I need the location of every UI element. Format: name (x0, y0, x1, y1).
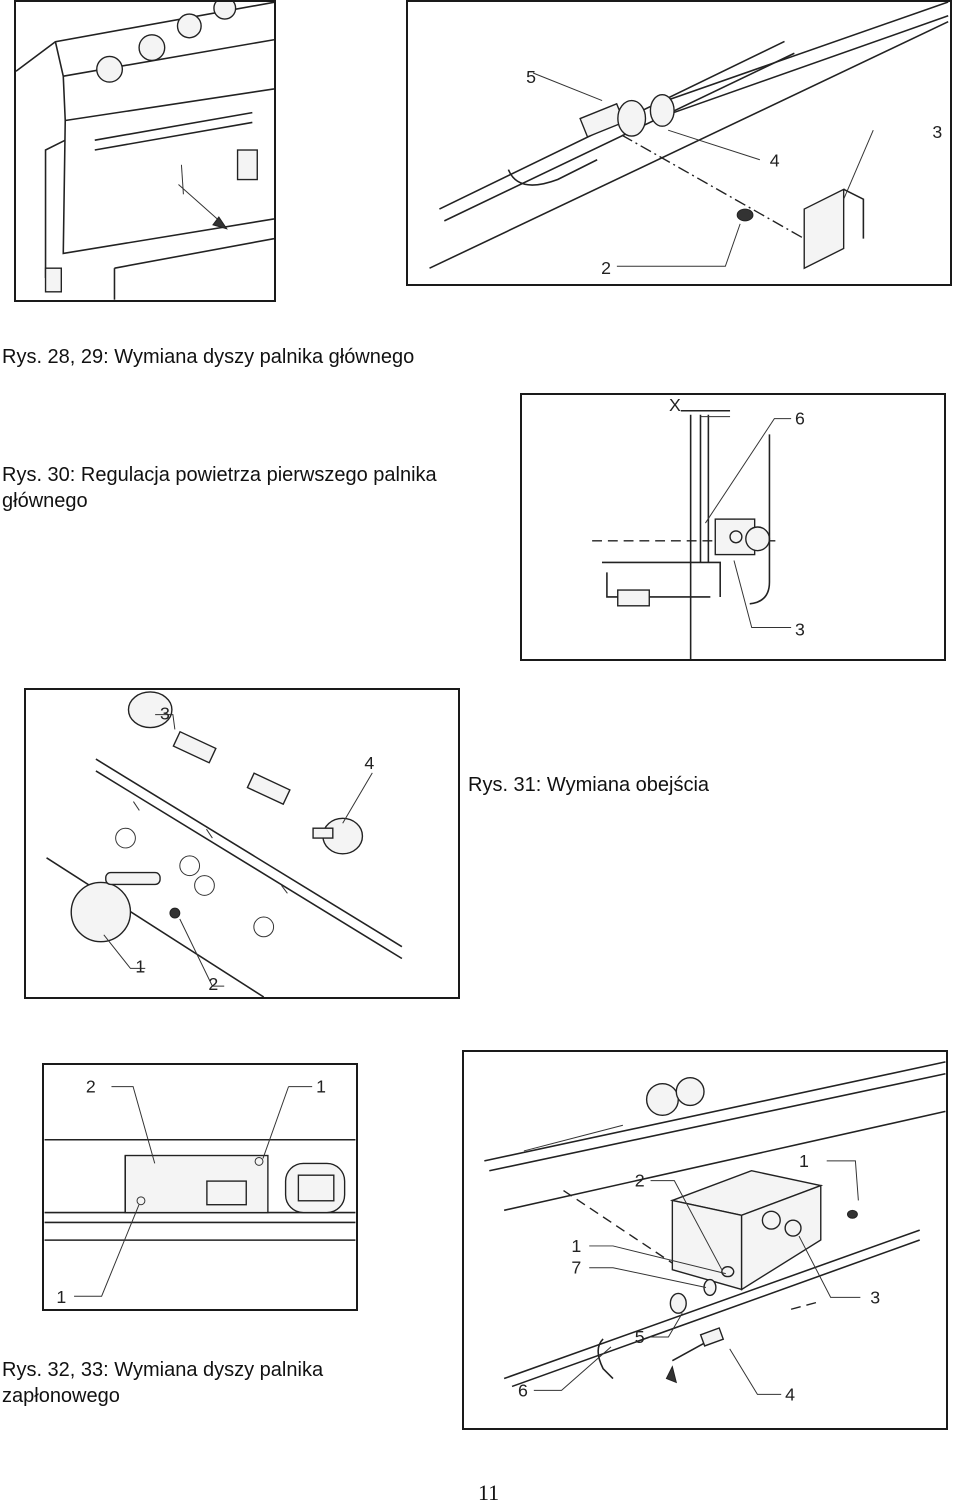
figure-28-grill-front (14, 0, 276, 302)
fig32-callout-2: 2 (86, 1077, 96, 1097)
fig29-callout-3: 3 (932, 122, 942, 142)
fig29-callout-4: 4 (770, 151, 780, 171)
caption-fig30: Rys. 30: Regulacja powietrza pierwszego … (2, 464, 437, 512)
fig29-callout-5: 5 (526, 67, 536, 87)
fig33-callout-6: 6 (518, 1380, 528, 1400)
figure-33-drawing: 1 2 1 7 3 5 6 4 (484, 1061, 946, 1404)
fig30-callout-3: 3 (795, 619, 805, 639)
figure-31-bypass: 3 4 1 2 (24, 688, 460, 999)
fig31-callout-4: 4 (364, 753, 374, 773)
caption-fig31: Rys. 31: Wymiana obejścia (468, 774, 710, 796)
fig30-callout-6: 6 (795, 409, 805, 429)
caption-fig28-29: Rys. 28, 29: Wymiana dyszy palnika główn… (2, 346, 415, 368)
fig30-callout-x: X (669, 395, 681, 415)
fig31-callout-3: 3 (160, 704, 170, 724)
fig31-callout-1: 1 (135, 956, 145, 976)
fig32-callout-1-top: 1 (316, 1077, 326, 1097)
fig33-callout-7: 7 (571, 1258, 581, 1278)
figure-32-pilot-housing: 2 1 1 (42, 1063, 358, 1311)
figure-30-drawing: X 6 3 (592, 395, 805, 659)
fig29-callout-2: 2 (601, 258, 611, 278)
fig33-callout-2: 2 (635, 1171, 645, 1191)
figure-30-air-adjustment: X 6 3 (520, 393, 946, 661)
figure-31-drawing: 3 4 1 2 (46, 691, 403, 997)
page-number: 11 (478, 1480, 500, 1505)
fig32-callout-1-bottom: 1 (56, 1287, 66, 1307)
fig33-callout-5: 5 (635, 1327, 645, 1347)
fig33-callout-1-mid: 1 (571, 1236, 581, 1256)
figure-33-pilot-exploded: 1 2 1 7 3 5 6 4 (462, 1050, 948, 1430)
fig31-callout-2: 2 (208, 974, 218, 994)
figure-28-drawing (16, 2, 274, 300)
figure-29-nozzle-detail: 5 4 3 2 (406, 0, 952, 286)
figure-32-drawing: 2 1 1 (44, 1077, 356, 1307)
fig33-callout-4: 4 (785, 1384, 795, 1404)
fig33-callout-1-top: 1 (799, 1151, 809, 1171)
figure-29-drawing: 5 4 3 2 (429, 2, 949, 278)
fig33-callout-3: 3 (870, 1287, 880, 1307)
caption-fig32-33: Rys. 32, 33: Wymiana dyszy palnika zapło… (2, 1359, 324, 1407)
